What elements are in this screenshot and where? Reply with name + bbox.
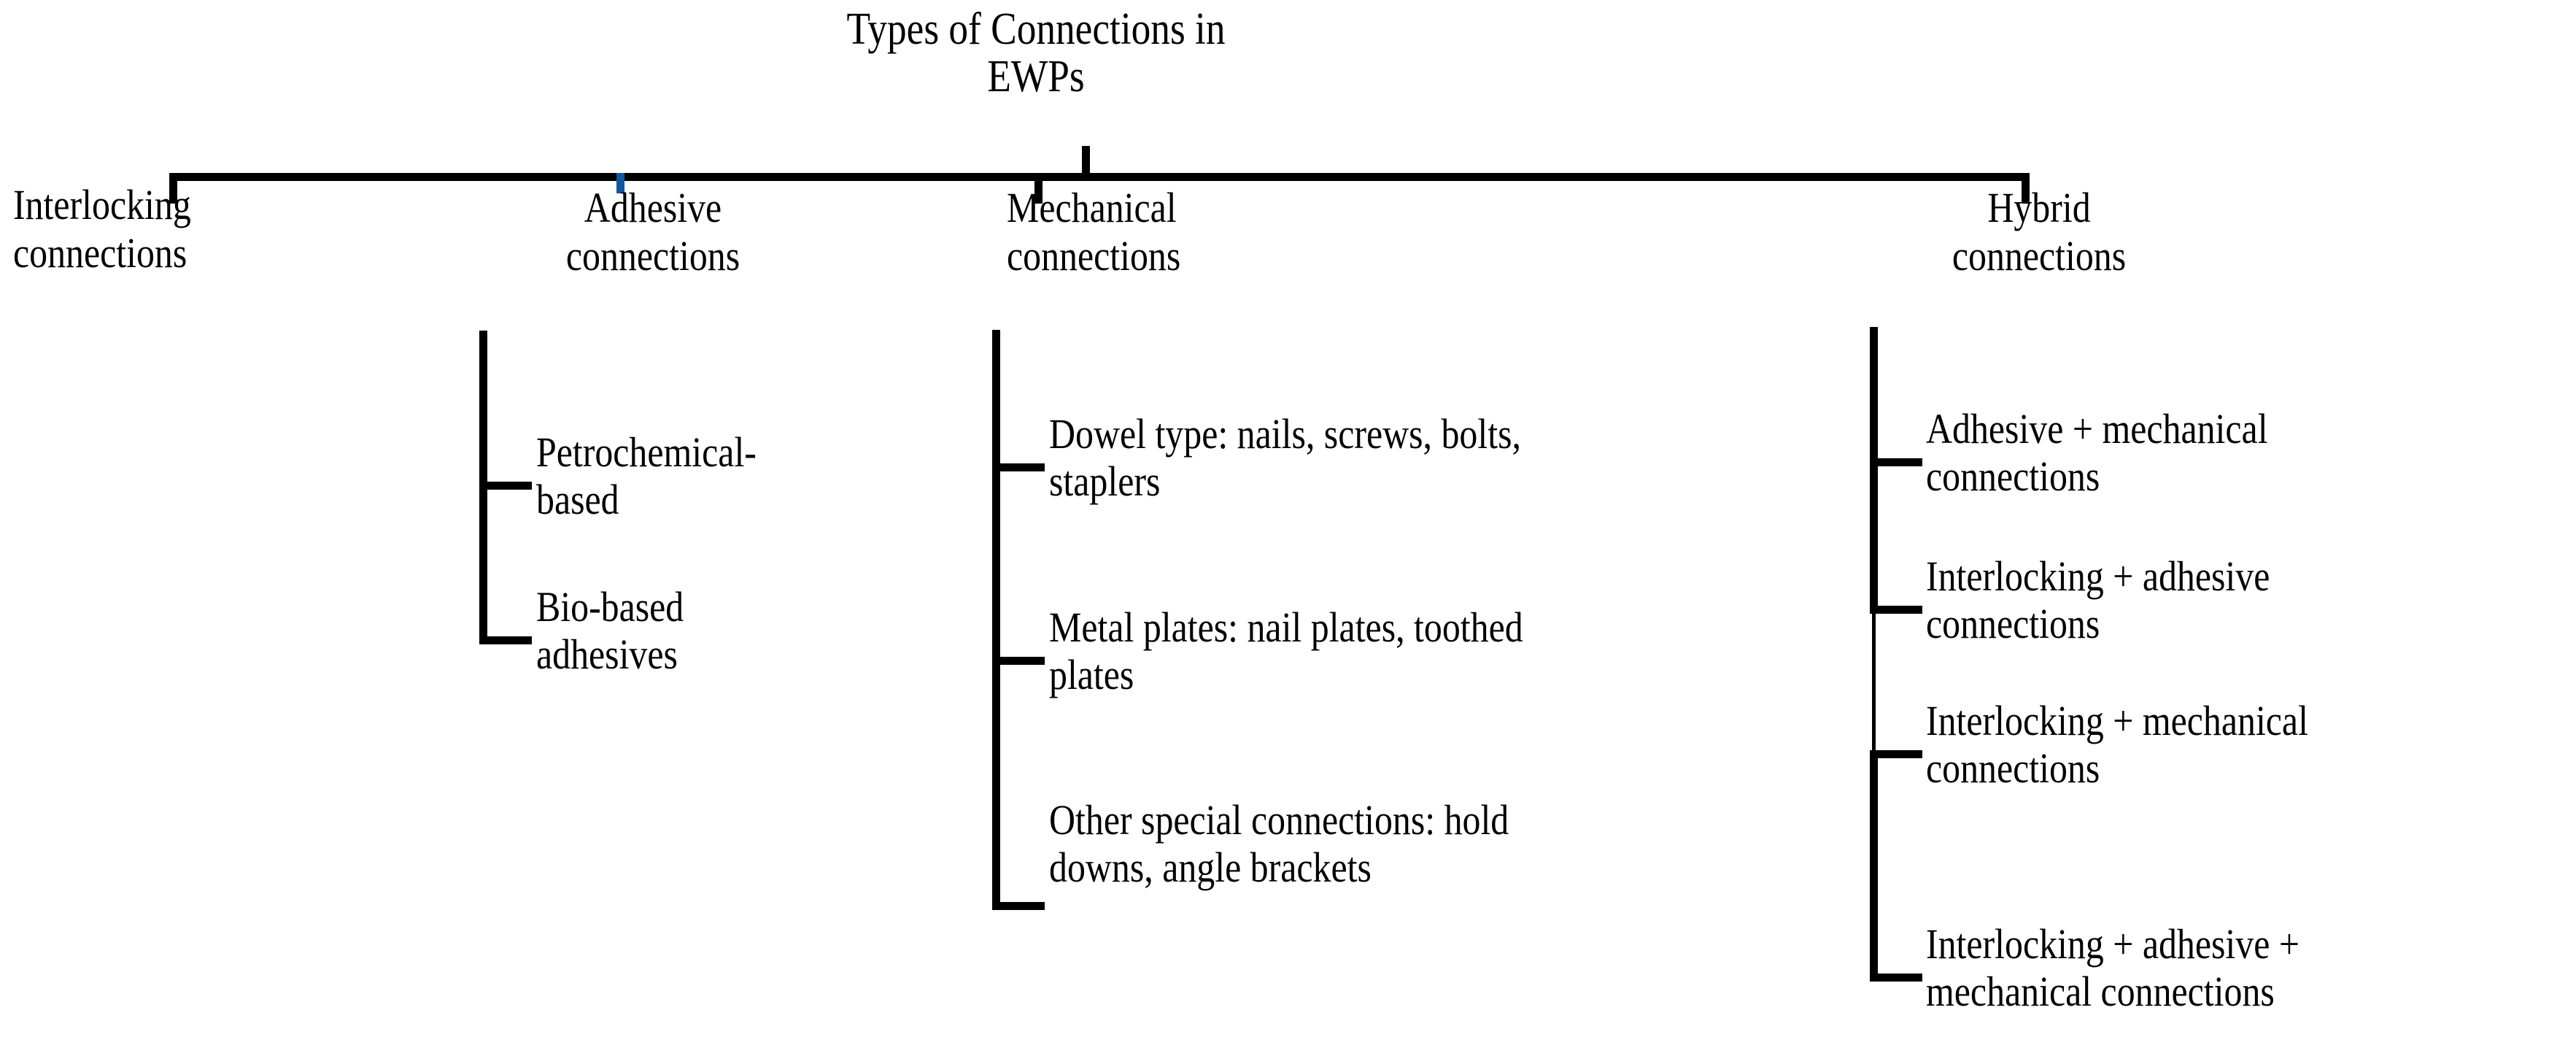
child-connector-hybrid-3 bbox=[1870, 974, 1922, 982]
subspine-hybrid-upper bbox=[1870, 327, 1878, 608]
branch-label-mechanical: Mechanical connections bbox=[1007, 184, 1181, 280]
branch-connector-interlocking bbox=[169, 173, 177, 204]
branch-connector-hybrid bbox=[2022, 173, 2030, 204]
branch-connector-adhesive-accent bbox=[616, 173, 624, 193]
child-connector-mechanical-1 bbox=[992, 657, 1045, 665]
child-label-adhesive-0: Petrochemical- based bbox=[536, 428, 757, 523]
branch-label-adhesive: Adhesive connections bbox=[565, 184, 740, 280]
child-connector-hybrid-0 bbox=[1870, 458, 1922, 466]
child-connector-hybrid-2 bbox=[1870, 750, 1922, 758]
child-label-hybrid-0: Adhesive + mechanical connections bbox=[1926, 405, 2268, 500]
child-label-hybrid-1: Interlocking + adhesive connections bbox=[1926, 552, 2270, 647]
diagram-title: Types of Connections in EWPs bbox=[846, 4, 1226, 102]
child-label-hybrid-3: Interlocking + adhesive + mechanical con… bbox=[1926, 920, 2300, 1015]
branch-label-interlocking: Interlocking connections bbox=[13, 181, 191, 277]
child-connector-adhesive-0 bbox=[479, 482, 532, 490]
main-horizontal-rail bbox=[169, 173, 2030, 181]
child-connector-mechanical-0 bbox=[992, 463, 1045, 471]
child-label-hybrid-2: Interlocking + mechanical connections bbox=[1926, 697, 2308, 792]
child-label-mechanical-1: Metal plates: nail plates, toothed plate… bbox=[1049, 604, 1523, 698]
child-label-mechanical-0: Dowel type: nails, screws, bolts, staple… bbox=[1049, 410, 1521, 505]
branch-connector-mechanical bbox=[1034, 173, 1043, 204]
subspine-hybrid-lower bbox=[1870, 752, 1878, 982]
child-label-mechanical-2: Other special connections: hold downs, a… bbox=[1049, 796, 1509, 891]
child-connector-mechanical-2 bbox=[992, 902, 1045, 910]
root-stem-connector bbox=[1082, 146, 1090, 177]
child-connector-hybrid-1 bbox=[1870, 606, 1922, 614]
child-label-adhesive-1: Bio-based adhesives bbox=[536, 583, 684, 678]
child-connector-adhesive-1 bbox=[479, 636, 532, 644]
subspine-mechanical bbox=[992, 330, 1000, 910]
branch-label-hybrid: Hybrid connections bbox=[1952, 184, 2127, 280]
subspine-hybrid-middle bbox=[1872, 606, 1876, 755]
